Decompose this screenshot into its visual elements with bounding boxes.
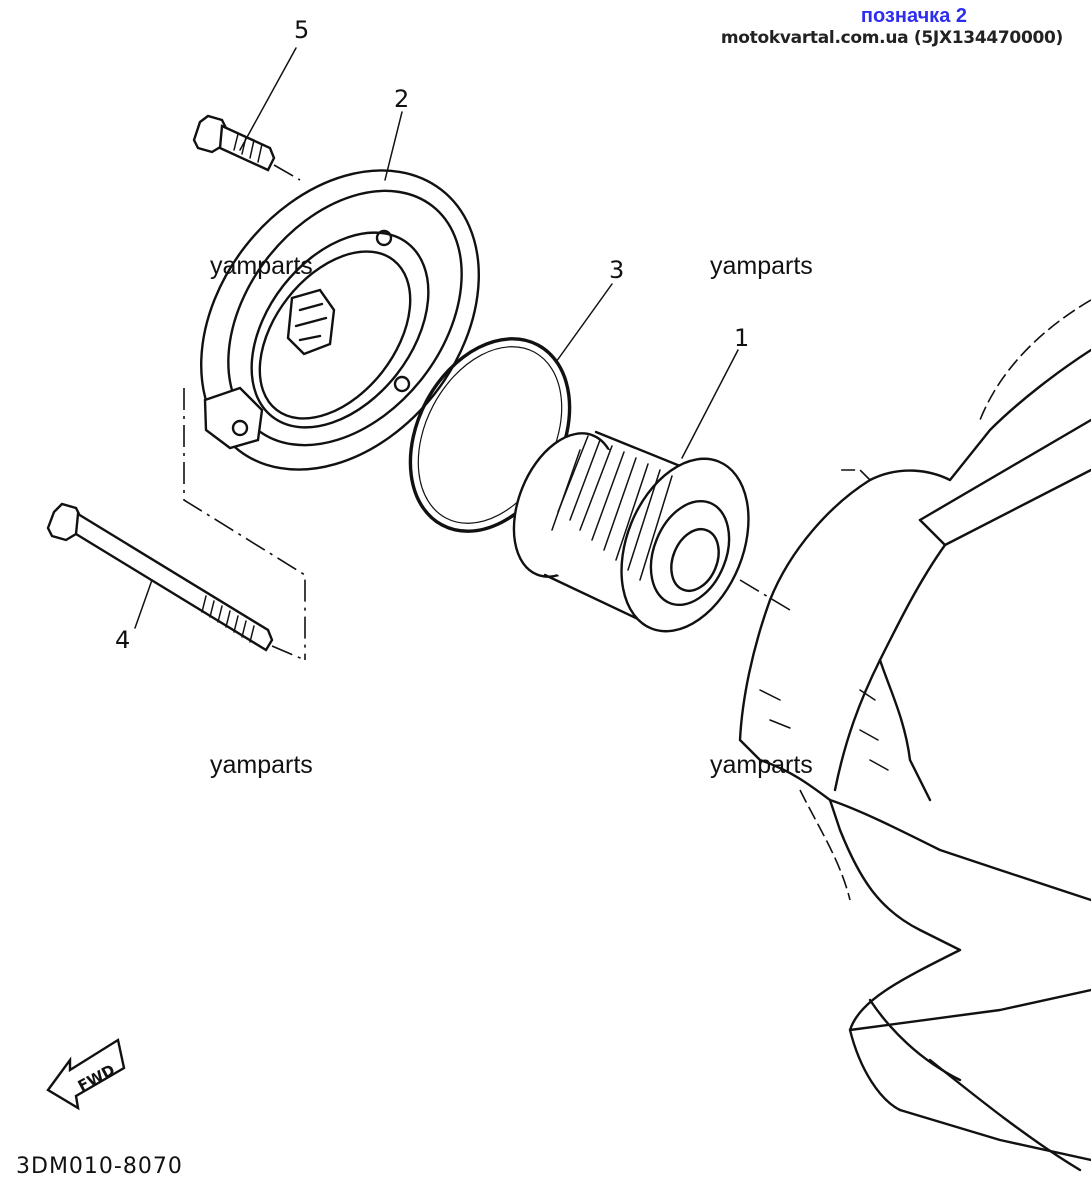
bolt-alignment-line	[183, 388, 306, 660]
oil-filter-part-1	[512, 430, 791, 640]
filter-cover-part-2	[200, 169, 480, 471]
cover-center-nut	[286, 288, 336, 356]
callout-3: 3	[609, 256, 624, 284]
crankcase-outline	[738, 299, 1091, 1172]
watermark-text: yamparts	[710, 751, 813, 779]
callout-4: 4	[115, 626, 130, 654]
watermark-text: yamparts	[210, 751, 313, 779]
header-title: позначка 2	[860, 5, 967, 27]
leader-lines	[134, 47, 739, 629]
bolt-short-part-5	[192, 114, 301, 181]
callout-1: 1	[734, 324, 749, 352]
watermark-text: yamparts	[210, 252, 313, 280]
header-subtitle: motokvartal.com.ua (5JX134470000)	[720, 28, 1063, 48]
callout-2: 2	[394, 85, 409, 113]
forward-arrow-icon: FWD	[46, 1038, 126, 1111]
bolt-long-part-4	[46, 502, 306, 661]
callout-5: 5	[294, 16, 309, 44]
diagram-code: 3DM010-8070	[16, 1154, 183, 1179]
watermark-text: yamparts	[710, 252, 813, 280]
